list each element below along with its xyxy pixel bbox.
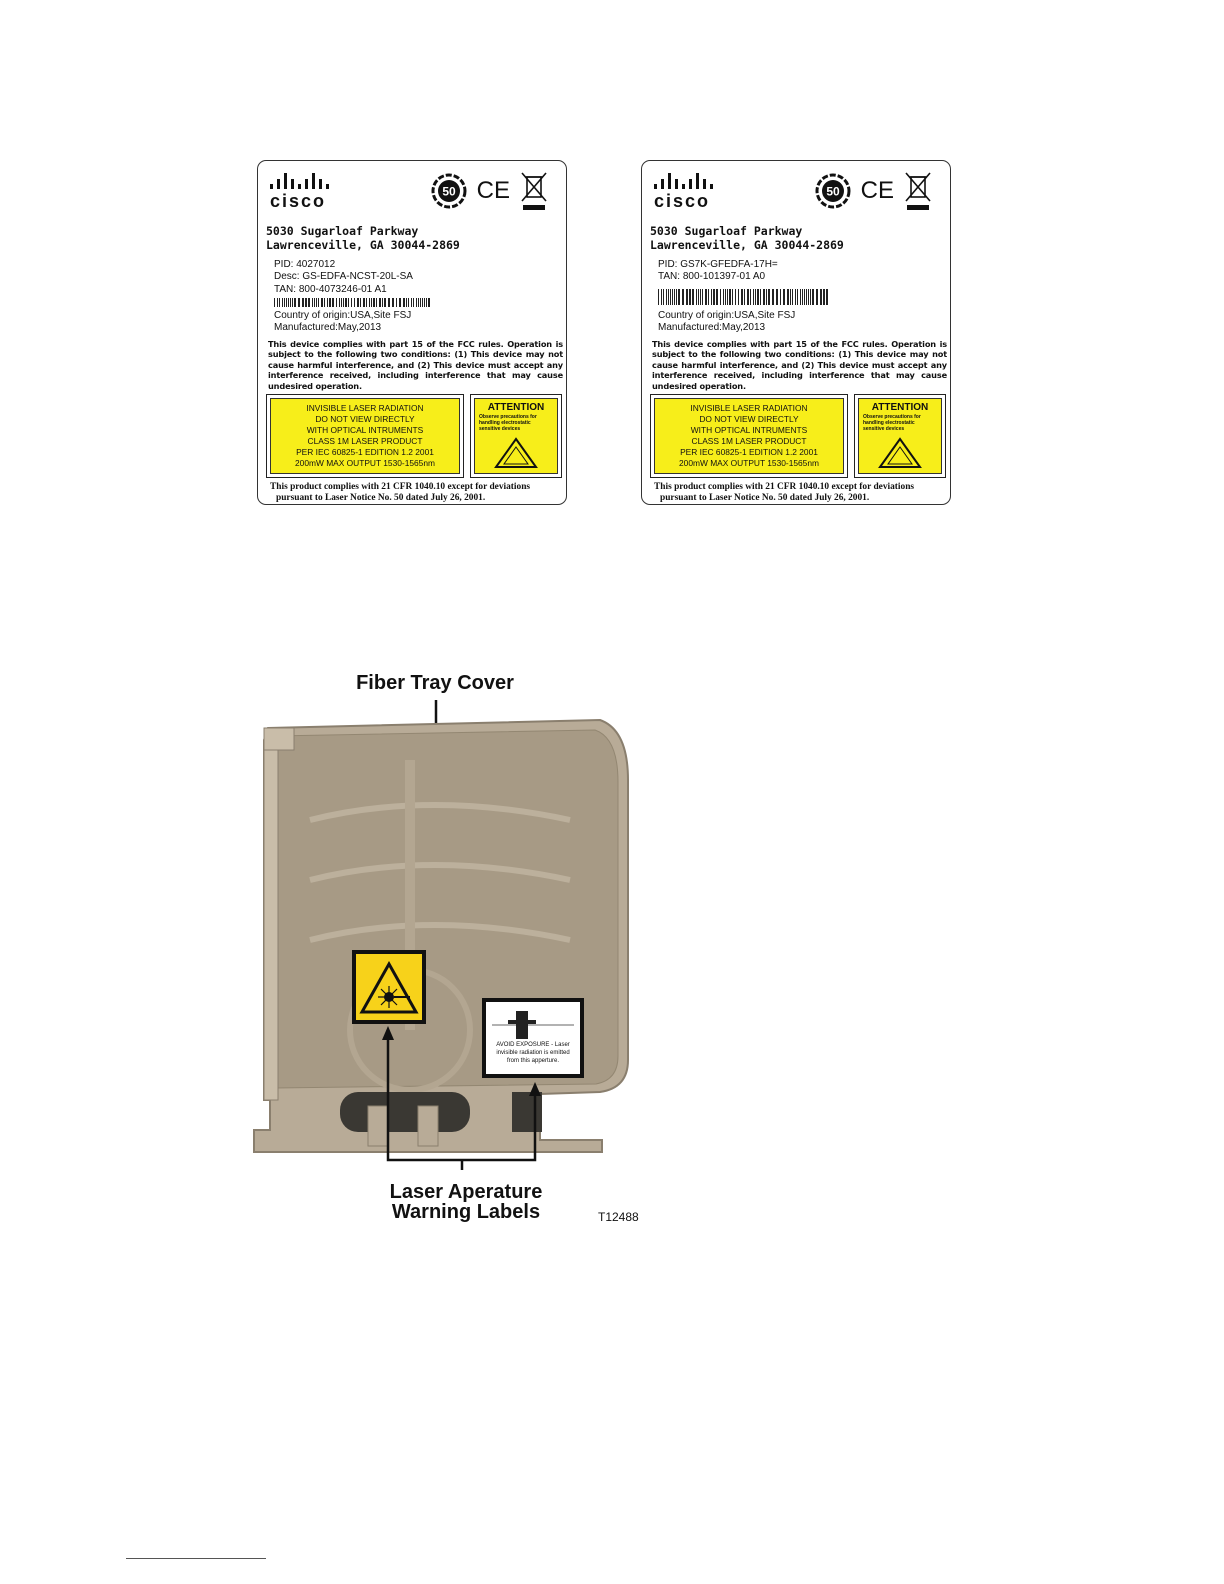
address: 5030 Sugarloaf Parkway Lawrenceville, GA… xyxy=(266,224,460,252)
cfr-compliance: This product complies with 21 CFR 1040.1… xyxy=(270,482,531,503)
product-info: PID: GS7K-GFEDFA-17H= TAN: 800-101397-01… xyxy=(658,259,830,334)
laser-hazard-icon xyxy=(352,950,426,1024)
attention-box: ATTENTION Observe precautions for handli… xyxy=(470,394,562,478)
barcode xyxy=(658,288,830,305)
fcc-statement: This device complies with part 15 of the… xyxy=(268,339,563,391)
fiber-tray-cover-callout: Fiber Tray Cover xyxy=(356,672,514,694)
footnote-rule xyxy=(126,1558,266,1559)
ce-mark-icon: CE xyxy=(476,177,510,204)
product-label-left: cisco 50 CE 5030 Sugarloaf Parkway Lawre… xyxy=(257,160,567,505)
svg-text:AVOID EXPOSURE - Laser: AVOID EXPOSURE - Laser xyxy=(496,1042,570,1048)
aperture-warning-label: AVOID EXPOSURE - Laser invisible radiati… xyxy=(482,998,584,1078)
product-label-right: cisco 50 CE 5030 Sugarloaf Parkway Lawre… xyxy=(641,160,951,505)
svg-text:from this apperture.: from this apperture. xyxy=(507,1058,559,1064)
cfr-compliance: This product complies with 21 CFR 1040.1… xyxy=(654,482,915,503)
svg-text:invisible radiation is emitted: invisible radiation is emitted xyxy=(496,1050,569,1056)
address: 5030 Sugarloaf Parkway Lawrenceville, GA… xyxy=(650,224,844,252)
rohs-50-icon: 50 xyxy=(815,173,851,209)
esd-warning-icon xyxy=(494,437,538,468)
figure-id: T12488 xyxy=(598,1210,639,1224)
svg-text:50: 50 xyxy=(826,185,840,199)
laser-aperture-callout: Laser Aperature Warning Labels xyxy=(389,1181,543,1223)
cisco-logo: cisco xyxy=(654,173,732,213)
rohs-50-icon: 50 xyxy=(431,173,467,209)
fiber-tray-illustration: AVOID EXPOSURE - Laser invisible radiati… xyxy=(253,700,629,1170)
weee-bin-icon xyxy=(905,172,931,210)
fcc-statement: This device complies with part 15 of the… xyxy=(652,339,947,391)
attention-box: ATTENTION Observe precautions for handli… xyxy=(854,394,946,478)
esd-warning-icon xyxy=(878,437,922,468)
svg-text:50: 50 xyxy=(442,185,456,199)
product-info: PID: 4027012 Desc: GS-EDFA-NCST-20L-SA T… xyxy=(274,259,432,334)
cisco-logo: cisco xyxy=(270,173,348,213)
ce-mark-icon: CE xyxy=(860,177,894,204)
weee-bin-icon xyxy=(521,172,547,210)
barcode xyxy=(274,297,432,307)
